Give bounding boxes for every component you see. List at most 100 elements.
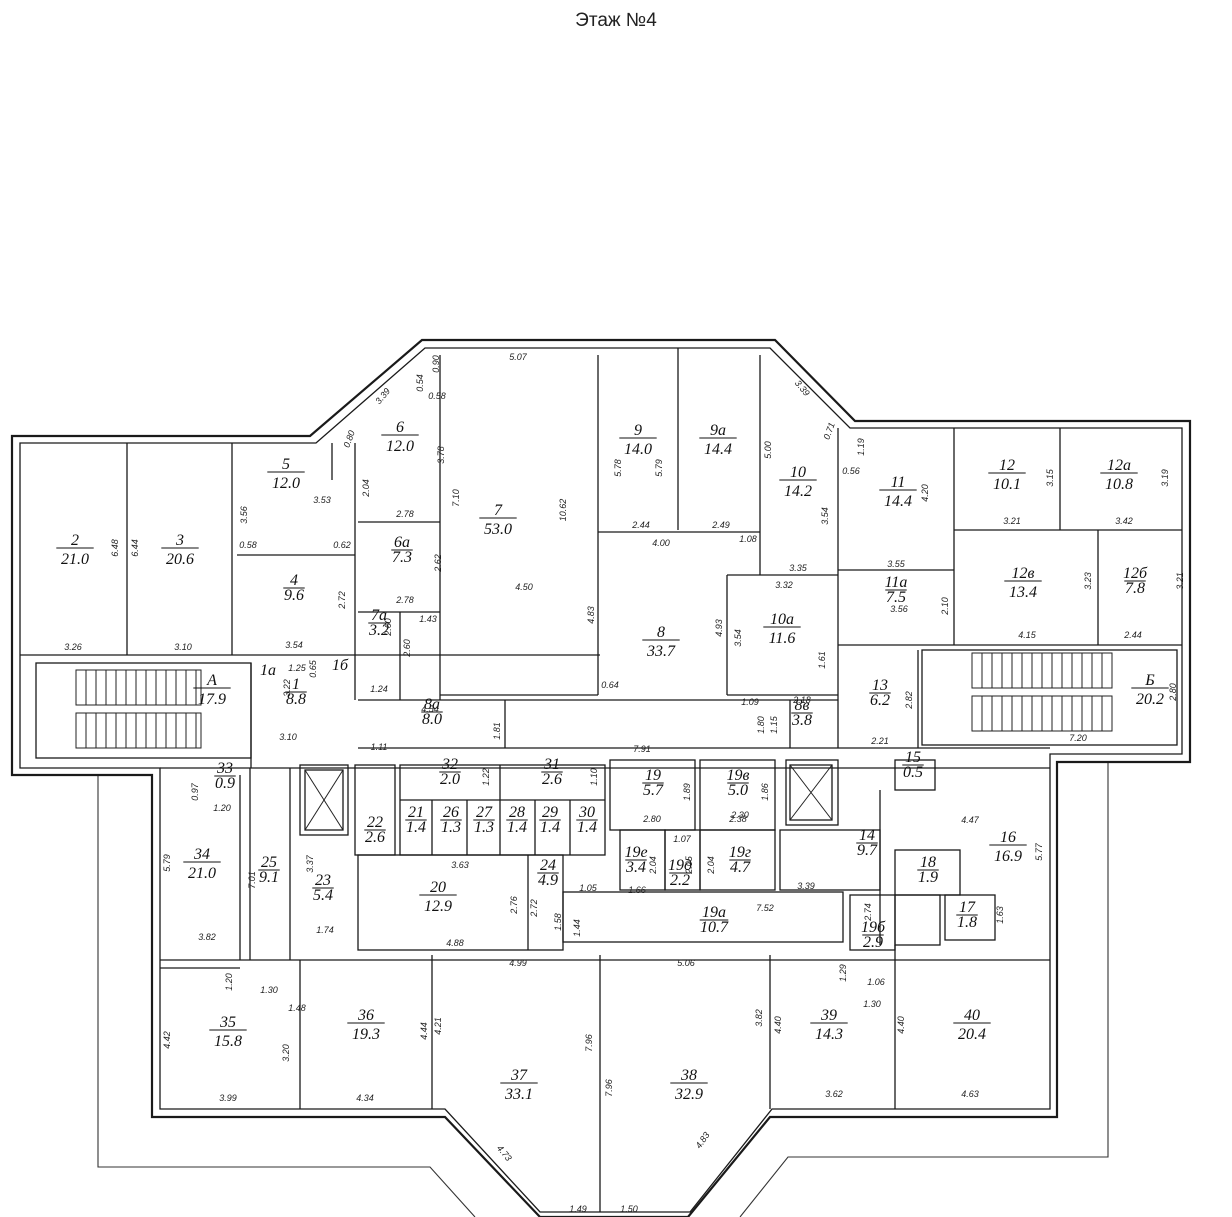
- room-label-8a: 8а8.0: [421, 696, 443, 728]
- room-area: 13.4: [1009, 584, 1037, 601]
- dimension-label: 3.23: [1083, 572, 1093, 590]
- room-label-27: 271.3: [473, 804, 495, 836]
- room-area: 9.7: [857, 842, 878, 859]
- page-title: Этаж №4: [575, 10, 657, 31]
- room-number: 19в: [727, 767, 750, 784]
- room-label-1b: 1б: [332, 657, 349, 674]
- dimension-label: 3.54: [820, 507, 830, 525]
- dimension-label: 7.01: [247, 871, 257, 889]
- room-number: 11а: [885, 574, 908, 591]
- room-label-2: 221.0: [56, 532, 94, 568]
- dimension-label: 3.42: [1115, 516, 1133, 526]
- room-area: 12.9: [424, 898, 452, 915]
- dimension-label: 3.53: [313, 495, 331, 505]
- dimension-label: 10.62: [558, 499, 568, 522]
- room-area: 1.4: [507, 819, 527, 836]
- dimension-label: 1.20: [224, 973, 234, 991]
- dimension-label: 2.80: [1168, 683, 1178, 702]
- room-area: 5.4: [313, 887, 333, 904]
- room-area: 3.2: [368, 622, 389, 639]
- room-label-38: 38 32.9: [670, 1067, 708, 1103]
- dimension-label: 2.80: [642, 814, 661, 824]
- dimension-label: 1.24: [370, 684, 388, 694]
- dimension-label: 4.40: [896, 1016, 906, 1034]
- room-number: 37: [510, 1067, 528, 1084]
- room-area: 32.9: [674, 1086, 703, 1103]
- dimension-label: 3.10: [279, 732, 297, 742]
- room-number: 40: [964, 1007, 980, 1024]
- stairs-left: [75, 669, 202, 749]
- room-area: 6.2: [870, 692, 890, 709]
- dimension-label: 4.63: [961, 1089, 979, 1099]
- dimension-label: 1.25: [288, 663, 307, 673]
- dimension-label: 0.56: [842, 466, 860, 476]
- room-area: 4.9: [538, 872, 558, 889]
- room-area: 12.0: [386, 438, 414, 455]
- dimension-label: 0.62: [333, 540, 351, 550]
- dimension-label: 1.66: [628, 885, 646, 895]
- room-label-23: 235.4: [312, 872, 334, 904]
- room-label-16: 16 16.9: [989, 829, 1027, 865]
- dimension-label: 2.04: [648, 856, 658, 875]
- room-label-25: 259.1: [258, 854, 280, 886]
- room-label-1: 18.8: [285, 676, 307, 708]
- room-label-14: 149.7: [856, 827, 878, 859]
- dimension-label: 3.15: [1045, 468, 1055, 487]
- room-number: 12б: [1123, 565, 1148, 582]
- dimension-label: 4.88: [446, 938, 464, 948]
- dimension-label: 3.62: [825, 1089, 843, 1099]
- dimension-label: 3.78: [436, 446, 446, 464]
- dimension-label: 1.09: [741, 697, 759, 707]
- dimension-label: 1.10: [589, 768, 599, 786]
- room-label-32: 322.0: [439, 756, 461, 788]
- room-label-18: 181.9: [917, 854, 939, 886]
- room-number: 10а: [770, 611, 794, 628]
- dimension-label: 1.30: [260, 985, 278, 995]
- dimension-label: 1.89: [682, 783, 692, 801]
- room-number: 13: [872, 677, 888, 694]
- dimension-label: 3.26: [64, 642, 82, 652]
- dimension-label: 2.38: [728, 814, 747, 824]
- dimension-label: 5.79: [654, 459, 664, 477]
- dimension-label: 4.34: [356, 1093, 374, 1103]
- room-labels: 221.0320.6512.049.6612.06а7.37а3.2753.09…: [56, 419, 1169, 1103]
- room-area: 20.2: [1136, 691, 1164, 708]
- dimension-label: 3.55: [887, 559, 906, 569]
- room-area: 2.6: [365, 829, 385, 846]
- dimension-label: 1.15: [769, 715, 779, 734]
- room-area: 0.9: [215, 775, 235, 792]
- room-number: 16: [1000, 829, 1016, 846]
- room-label-13: 136.2: [869, 677, 891, 709]
- room-number: А: [206, 672, 217, 689]
- dimension-label: 7.20: [1069, 733, 1087, 743]
- room-number: 17: [959, 899, 976, 916]
- room-number: 32: [441, 756, 458, 773]
- dimension-label: 4.50: [515, 582, 533, 592]
- room-number: 19а: [702, 904, 726, 921]
- dimension-label: 1.29: [838, 964, 848, 982]
- dimension-label: 0.58: [428, 391, 446, 401]
- dimension-label: 7.96: [584, 1034, 594, 1052]
- room-number: 1: [292, 676, 300, 693]
- room-area: 16.9: [994, 848, 1022, 865]
- room-label-21: 211.4: [405, 804, 427, 836]
- dimension-label: 1.63: [995, 906, 1005, 924]
- room-area: 5.0: [728, 782, 748, 799]
- room-number: 34: [193, 846, 210, 863]
- stairs-right: [971, 652, 1113, 732]
- dimension-label: 2.18: [792, 695, 811, 705]
- room-number: 18: [920, 854, 936, 871]
- room-number: 38: [680, 1067, 697, 1084]
- dimension-label: 2.49: [711, 520, 730, 530]
- dimension-label: 3.22: [282, 679, 292, 697]
- room-number: 29: [542, 804, 558, 821]
- room-area: 20.6: [166, 551, 194, 568]
- dimension-label: 3.54: [285, 640, 303, 650]
- dimension-label: 2.72: [337, 591, 347, 610]
